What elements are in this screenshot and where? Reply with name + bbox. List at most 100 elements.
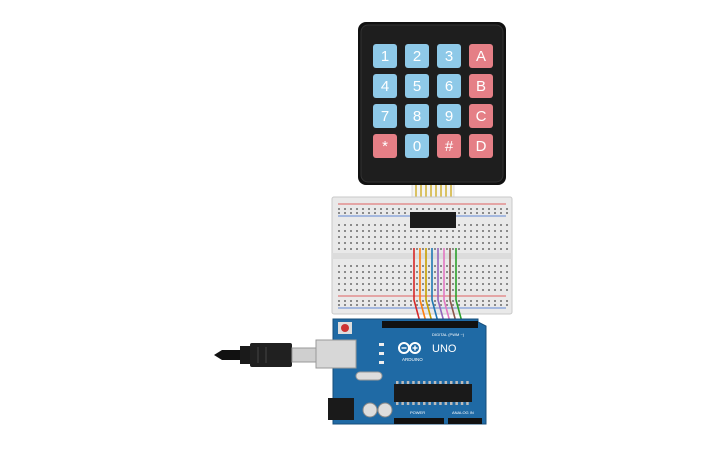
breadboard-hole <box>470 212 472 214</box>
breadboard-hole <box>392 224 394 226</box>
jumper-wire <box>443 248 451 323</box>
breadboard-hole <box>464 230 466 232</box>
breadboard-hole <box>398 271 400 273</box>
breadboard-hole <box>404 248 406 250</box>
breadboard-hole <box>434 208 436 210</box>
keypad-key[interactable]: * <box>373 134 397 158</box>
breadboard-hole <box>500 248 502 250</box>
breadboard-hole <box>344 271 346 273</box>
breadboard-hole <box>440 208 442 210</box>
breadboard-hole <box>380 212 382 214</box>
breadboard-hole <box>374 271 376 273</box>
keypad-key[interactable]: 7 <box>373 104 397 128</box>
breadboard-hole <box>464 300 466 302</box>
digital-pins-label: DIGITAL (PWM ~) <box>432 332 465 337</box>
breadboard-hole <box>386 224 388 226</box>
breadboard-hole <box>428 242 430 244</box>
breadboard-hole <box>386 304 388 306</box>
breadboard-hole <box>488 236 490 238</box>
breadboard-hole <box>446 265 448 267</box>
breadboard-hole <box>458 248 460 250</box>
keypad-key[interactable]: 9 <box>437 104 461 128</box>
breadboard-hole <box>494 208 496 210</box>
breadboard-hole <box>428 300 430 302</box>
breadboard-hole <box>464 224 466 226</box>
breadboard-hole <box>374 300 376 302</box>
breadboard-hole <box>398 208 400 210</box>
breadboard-hole <box>416 277 418 279</box>
breadboard-hole <box>440 300 442 302</box>
chip-pin <box>406 402 410 405</box>
keypad-key[interactable]: A <box>469 44 493 68</box>
breadboard-hole <box>470 300 472 302</box>
keypad-key[interactable]: 3 <box>437 44 461 68</box>
keypad-key[interactable]: 8 <box>405 104 429 128</box>
breadboard-hole <box>500 271 502 273</box>
breadboard-hole <box>434 304 436 306</box>
breadboard-hole <box>392 304 394 306</box>
keypad-key[interactable]: 1 <box>373 44 397 68</box>
breadboard-hole <box>386 248 388 250</box>
keypad-key[interactable]: D <box>469 134 493 158</box>
analog-pins-label: ANALOG IN <box>452 410 474 415</box>
key-label: 6 <box>445 78 453 95</box>
breadboard-hole <box>380 236 382 238</box>
breadboard-hole <box>428 289 430 291</box>
key-label: 0 <box>413 138 421 155</box>
breadboard-hole <box>470 248 472 250</box>
breadboard-hole <box>500 212 502 214</box>
breadboard-hole <box>446 208 448 210</box>
breadboard-hole <box>386 277 388 279</box>
breadboard-hole <box>422 236 424 238</box>
breadboard-hole <box>506 242 508 244</box>
breadboard-hole <box>398 212 400 214</box>
jumper-wire <box>449 248 457 323</box>
breadboard-hole <box>356 289 358 291</box>
breadboard-hole <box>422 300 424 302</box>
breadboard-hole <box>416 283 418 285</box>
breadboard-hole <box>392 242 394 244</box>
arduino-logo <box>398 342 421 354</box>
breadboard-hole <box>458 277 460 279</box>
keypad-key[interactable]: 0 <box>405 134 429 158</box>
keypad-key[interactable]: B <box>469 74 493 98</box>
chip-pin <box>396 381 399 384</box>
breadboard-hole <box>440 248 442 250</box>
breadboard-hole <box>476 224 478 226</box>
breadboard-hole <box>410 242 412 244</box>
breadboard-hole <box>446 236 448 238</box>
breadboard-hole <box>380 248 382 250</box>
breadboard-hole <box>476 265 478 267</box>
breadboard-hole <box>416 289 418 291</box>
breadboard-hole <box>452 300 454 302</box>
breadboard-hole <box>356 236 358 238</box>
keypad-key[interactable]: 5 <box>405 74 429 98</box>
chip-pin <box>412 402 415 405</box>
key-face <box>469 104 493 128</box>
breadboard-hole <box>458 283 460 285</box>
breadboard-hole <box>404 271 406 273</box>
breadboard-hole <box>482 242 484 244</box>
breadboard-hole <box>434 242 436 244</box>
breadboard-hole <box>422 230 424 232</box>
keypad-key[interactable]: # <box>437 134 461 158</box>
breadboard-hole <box>404 265 406 267</box>
breadboard-hole <box>392 265 394 267</box>
breadboard-hole <box>404 224 406 226</box>
keypad-key[interactable]: 4 <box>373 74 397 98</box>
key-face <box>437 134 461 158</box>
breadboard-hole <box>434 277 436 279</box>
breadboard-hole <box>422 277 424 279</box>
breadboard-hole <box>452 277 454 279</box>
breadboard-hole <box>446 277 448 279</box>
breadboard-hole <box>374 265 376 267</box>
breadboard-hole <box>380 300 382 302</box>
breadboard-hole <box>500 265 502 267</box>
breadboard-hole <box>344 289 346 291</box>
breadboard-hole <box>464 236 466 238</box>
keypad-key[interactable]: 6 <box>437 74 461 98</box>
breadboard-hole <box>494 212 496 214</box>
keypad-key[interactable]: 2 <box>405 44 429 68</box>
keypad-key[interactable]: C <box>469 104 493 128</box>
